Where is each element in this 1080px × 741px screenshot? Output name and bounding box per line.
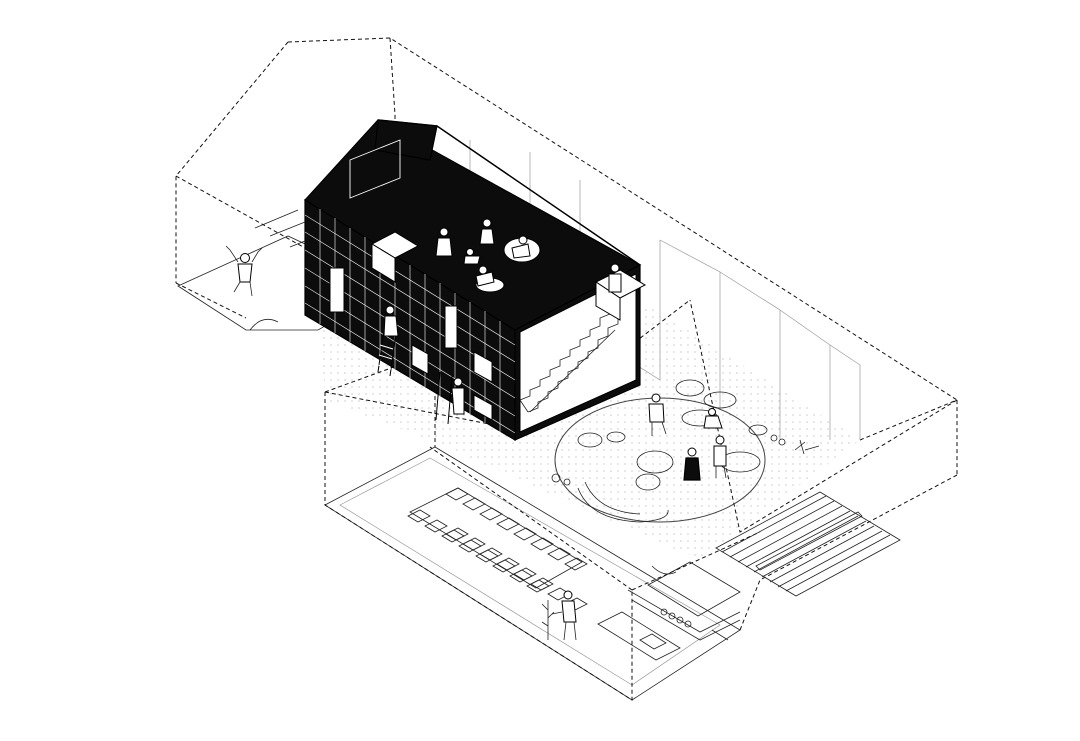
person-icon — [715, 435, 725, 445]
person-icon — [518, 235, 528, 245]
left-wing — [225, 209, 306, 331]
doorway — [444, 305, 458, 349]
ladders — [377, 305, 465, 425]
dining-table — [407, 487, 588, 611]
dining-chair — [458, 539, 482, 553]
dining-chair — [462, 537, 486, 551]
person-icon — [687, 447, 697, 457]
dining-chair — [407, 509, 431, 523]
dining-chair — [513, 527, 537, 541]
dining-chair — [492, 559, 516, 573]
dining-chair — [424, 519, 448, 533]
dining-chair — [479, 547, 503, 561]
dining-chair — [445, 487, 469, 501]
dining-chair — [530, 577, 554, 591]
people-on-roof — [435, 218, 622, 293]
person-icon — [439, 227, 449, 237]
dining-chair — [496, 557, 520, 571]
dining-chair — [441, 529, 465, 543]
gardener — [541, 590, 577, 641]
inner-house — [304, 119, 647, 442]
person-icon — [466, 248, 474, 256]
dining-chair — [530, 537, 554, 551]
external-stair — [519, 305, 619, 413]
person-icon — [453, 377, 463, 387]
person-icon — [385, 305, 395, 315]
dining-chair — [564, 557, 588, 571]
person-icon — [482, 218, 492, 228]
dining-chair — [445, 527, 469, 541]
timber-deck — [715, 491, 901, 597]
dining-chair — [479, 507, 503, 521]
dining-chair — [462, 497, 486, 511]
kitchen — [597, 561, 741, 661]
dining-chair — [475, 549, 499, 563]
person-icon — [478, 265, 488, 275]
lounge — [551, 379, 820, 523]
dining-chair — [496, 517, 520, 531]
person-icon — [708, 408, 716, 416]
dining-chair — [547, 547, 571, 561]
person-icon — [240, 253, 250, 263]
person-icon — [610, 263, 620, 273]
dining-chair — [513, 567, 537, 581]
person-icon — [651, 393, 661, 403]
doorway — [329, 267, 345, 313]
outer-envelope — [175, 37, 958, 701]
dining-chair — [509, 569, 533, 583]
person-icon — [563, 590, 573, 600]
dining-chair — [526, 579, 550, 593]
